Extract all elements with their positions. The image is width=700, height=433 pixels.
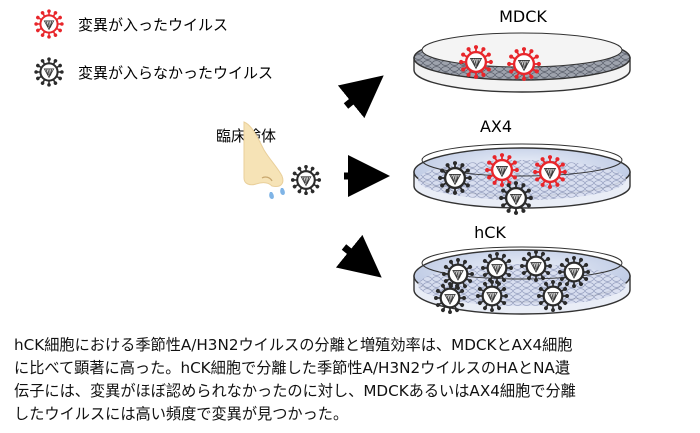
caption-line: したウイルスには高い頻度で変異が見つかった。 bbox=[14, 405, 349, 423]
caption-line: 伝子には、変異がほぼ認められなかったのに対し、MDCKあるいはAX4細胞で分離 bbox=[14, 382, 576, 400]
dish-label: AX4 bbox=[480, 117, 512, 136]
arrow-icon bbox=[335, 234, 382, 278]
caption-line: hCK細胞における季節性A/H3N2ウイルスの分離と増殖効率は、MDCKとAX4… bbox=[14, 336, 573, 354]
droplet-icon bbox=[280, 188, 285, 195]
legend: 変異が入ったウイルス 変異が入らなかったウイルス bbox=[35, 10, 273, 87]
dish-hck: hCK bbox=[413, 223, 631, 315]
virus-unmutated-icon bbox=[35, 58, 64, 87]
sample-virus-icon bbox=[291, 165, 320, 194]
dish-mdck: MDCK bbox=[413, 7, 631, 93]
legend-unmutated-label: 変異が入らなかったウイルス bbox=[78, 64, 273, 82]
caption-line: に比べて顕著に高った。hCK細胞で分離した季節性A/H3N2ウイルスのHAとNA… bbox=[14, 359, 571, 377]
nose-icon bbox=[243, 121, 285, 199]
dish-label: MDCK bbox=[499, 7, 547, 26]
caption: hCK細胞における季節性A/H3N2ウイルスの分離と増殖効率は、MDCKとAX4… bbox=[14, 334, 692, 426]
dish-ax4: AX4 bbox=[413, 117, 631, 214]
virus-mutated-icon bbox=[35, 10, 64, 39]
arrow-icon bbox=[337, 75, 384, 119]
dish-label: hCK bbox=[474, 223, 506, 242]
legend-mutated-label: 変異が入ったウイルス bbox=[78, 16, 228, 34]
droplet-icon bbox=[269, 192, 274, 199]
